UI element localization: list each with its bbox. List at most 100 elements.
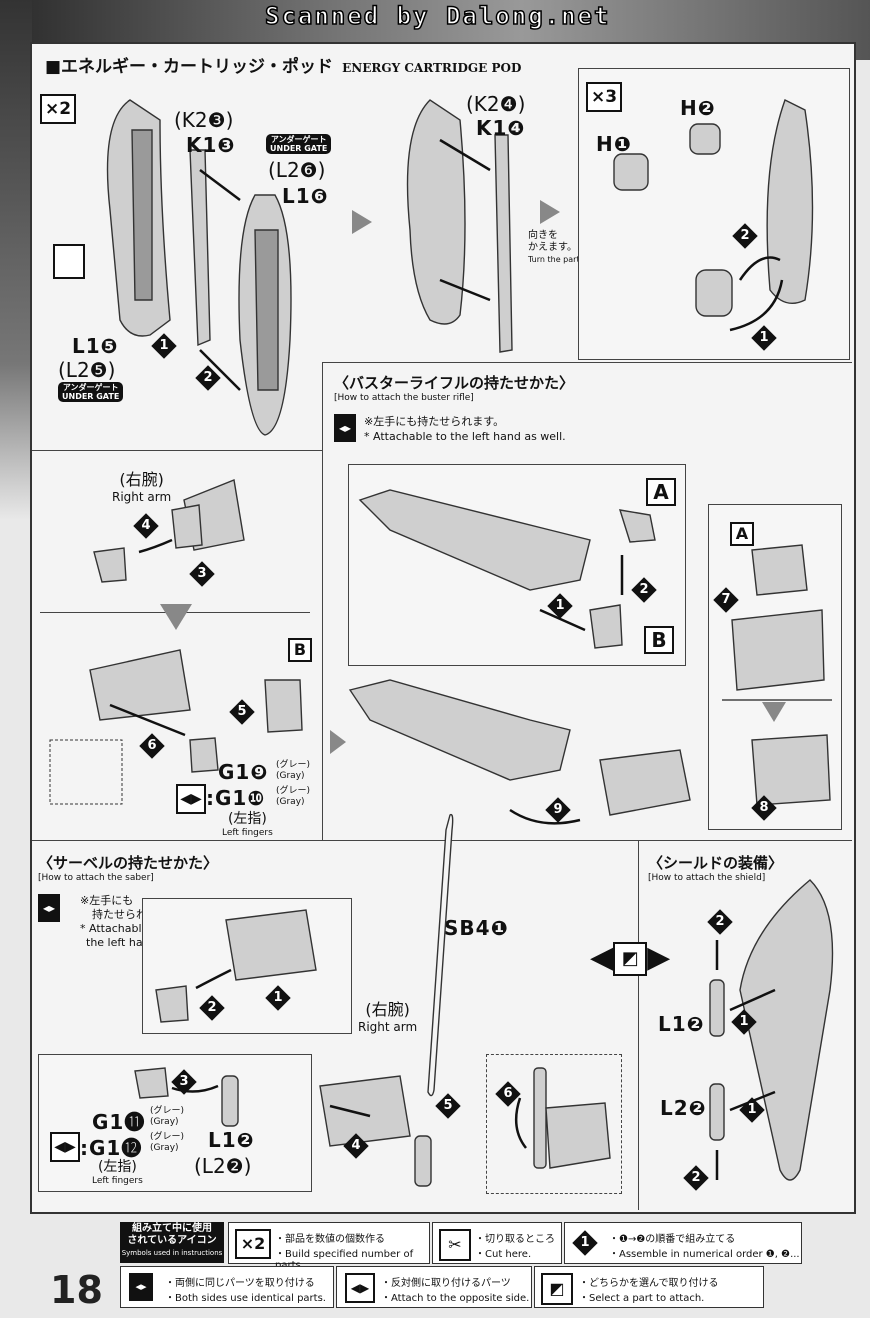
saber-blade — [427, 813, 454, 1097]
label-b-small: B — [288, 638, 312, 662]
label-l1-5: L1❺ — [72, 334, 119, 358]
right-arm-diagram — [93, 479, 245, 583]
gray-note-2: (グレー)(Gray) — [276, 786, 311, 807]
step-4-saber: 4 — [343, 1133, 369, 1159]
x3-badge: ×3 — [586, 82, 622, 112]
label-l2-5: (L2❺) — [58, 358, 116, 382]
section-title: ■エネルギー・カートリッジ・ポッド ENERGY CARTRIDGE POD — [45, 52, 521, 77]
legend-item-order: 1 ・❶→❷の順番で組み立てる ・Assemble in numerical o… — [564, 1222, 802, 1264]
divider-lower — [32, 840, 852, 841]
legend-heading: 組み立て中に使用 されているアイコン Symbols used in instr… — [120, 1222, 224, 1263]
turn-note: 向きをかえます。 Turn the part. — [528, 230, 583, 264]
pod-frame-part — [189, 149, 211, 347]
both-sides-icon-saber: ◂▸ — [38, 894, 60, 922]
label-l2-2-saber: (L2❷) — [194, 1154, 252, 1178]
label-a-small: A — [730, 522, 754, 546]
title-en: ENERGY CARTRIDGE POD — [342, 61, 522, 75]
label-h2: H❷ — [680, 96, 716, 120]
saber-insert-panel — [486, 1054, 622, 1194]
step-3-rifle: 3 — [189, 561, 215, 587]
scan-left-edge — [0, 0, 32, 520]
step-1-shield-top: 1 — [731, 1009, 757, 1035]
gray-note-4: (グレー)(Gray) — [150, 1132, 185, 1153]
step-1-shield-bottom: 1 — [739, 1097, 765, 1123]
rifle-title: 〈バスターライフルの持たせかた〉 [How to attach the bust… — [334, 372, 574, 403]
flow-down-arrow — [160, 604, 192, 630]
both-sides-icon: ◂▸ — [334, 414, 356, 442]
divider-mid — [322, 362, 852, 363]
x2-badge: ×2 — [40, 94, 76, 124]
grip-a-diagram — [722, 544, 832, 806]
hand-grip-diagram — [49, 649, 303, 805]
step-1-cartridge: 1 — [751, 325, 777, 351]
divider-top — [32, 450, 322, 451]
cut-icon: ✂ — [439, 1229, 471, 1261]
rifle-note: ※左手にも持たせられます。 * Attachable to the left h… — [364, 415, 566, 443]
select-icon-shield: ◀◩▶ — [590, 940, 671, 976]
step-3-saber: 3 — [171, 1069, 197, 1095]
label-l2-6: (L2❻) — [268, 158, 326, 182]
label-a: A — [646, 478, 676, 506]
flow-arrow-1 — [352, 210, 372, 234]
step-6-rifle: 6 — [139, 733, 165, 759]
label-g1-9: G1❾ — [218, 760, 269, 784]
label-k2-3: (K2❸) — [174, 108, 234, 132]
step-2-rifle-b: 2 — [631, 577, 657, 603]
rifle-title-jp: 〈バスターライフルの持たせかた〉 — [334, 374, 575, 392]
pod-assembly-diagram — [53, 99, 560, 436]
rifle-final-diagram — [330, 679, 691, 825]
step-1-rifle: 1 — [547, 593, 573, 619]
watermark: Scanned by Dalong.net — [264, 1, 611, 31]
left-fingers-label: (左指) Left fingers — [222, 811, 273, 838]
saber-left-fingers-label: (左指) Left fingers — [92, 1159, 143, 1186]
page-number: 18 — [50, 1268, 103, 1312]
saber-title-en: [How to attach the saber] — [38, 873, 154, 883]
step-1-saber-hand: 1 — [265, 985, 291, 1011]
label-b: B — [644, 626, 674, 654]
pod-assembled — [406, 99, 466, 325]
shield-title: 〈シールドの装備〉 [How to attach the shield] — [648, 852, 783, 883]
step-2-cartridge: 2 — [732, 223, 758, 249]
saber-hand-diagram — [155, 909, 317, 1023]
saber-title-jp: 〈サーベルの持たせかた〉 — [38, 854, 219, 872]
shield — [739, 879, 834, 1181]
step-1-pod: 1 — [151, 333, 177, 359]
label-sb4-1: SB4❶ — [444, 916, 509, 940]
saber-insert-diagram — [514, 1067, 611, 1169]
step-7-rifle: 7 — [713, 587, 739, 613]
step-8-rifle: 8 — [751, 795, 777, 821]
flow-arrow-2 — [540, 200, 560, 224]
divider-shield — [638, 840, 639, 1210]
step-2-shield-top: 2 — [707, 909, 733, 935]
legend-item-cut: ✂ ・切り取るところ ・Cut here. — [432, 1222, 562, 1264]
label-l1-6: L1❻ — [282, 184, 329, 208]
label-l1-2-shield: L1❷ — [658, 1012, 705, 1036]
opposite-side-icon-rifle: ◀▶ — [176, 784, 206, 814]
opposite-side-icon-saber: ◀▶ — [50, 1132, 80, 1162]
step-6-saber: 6 — [495, 1081, 521, 1107]
opposite-side-icon-legend: ◀▶ — [345, 1273, 375, 1303]
label-l2-2-shield: L2❷ — [660, 1096, 707, 1120]
cartridge-diagram — [613, 99, 814, 332]
gray-note-1: (グレー)(Gray) — [276, 760, 311, 781]
step-5-rifle: 5 — [229, 699, 255, 725]
step-2-shield-bottom: 2 — [683, 1165, 709, 1191]
saber-grip-diagram — [134, 1067, 432, 1187]
both-sides-icon-legend: ◂▸ — [129, 1273, 153, 1301]
label-h1: H❶ — [596, 132, 632, 156]
label-g1-10: :G1❿ — [206, 786, 266, 810]
step-2-saber-hand: 2 — [199, 995, 225, 1021]
select-icon-legend: ◩ — [541, 1273, 573, 1305]
label-k2-4: (K2❹) — [466, 92, 526, 116]
label-g1-12: :G1⓬ — [80, 1136, 143, 1160]
legend-item-opposite: ◀▶ ・反対側に取り付けるパーツ ・Attach to the opposite… — [336, 1266, 532, 1308]
label-k1-3: K1❸ — [186, 133, 236, 157]
order-icon: 1 — [572, 1230, 598, 1256]
rifle-title-en: [How to attach the buster rifle] — [334, 393, 474, 403]
pod-frame-k1-4 — [494, 134, 513, 353]
divider-v1 — [322, 362, 323, 840]
shield-title-jp: 〈シールドの装備〉 — [648, 854, 784, 872]
label-g1-11: G1⓫ — [92, 1110, 146, 1134]
step-9-rifle: 9 — [545, 797, 571, 823]
